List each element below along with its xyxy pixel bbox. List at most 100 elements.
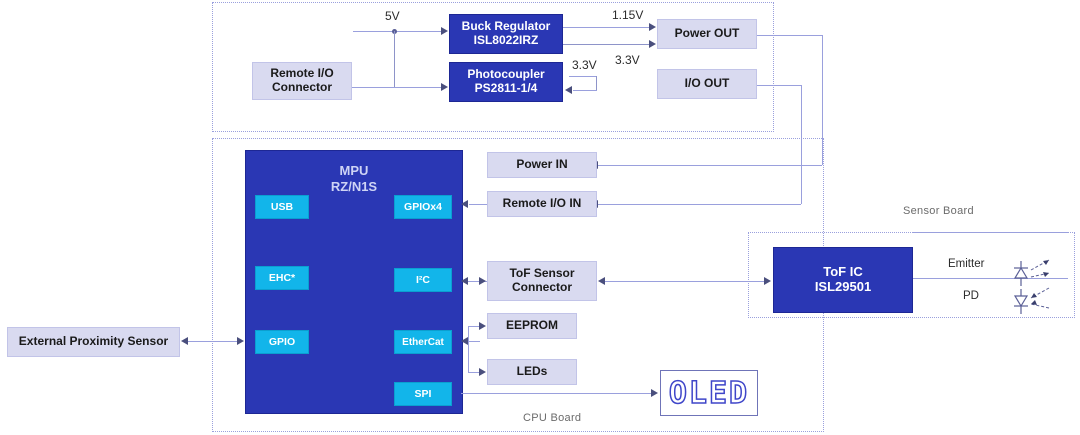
- mpu-title-line1: MPU: [339, 163, 369, 178]
- arrow-3v3-into-photocoupler: [565, 86, 572, 94]
- mpu-port-gpio-x4[interactable]: GPIOx4: [394, 195, 452, 219]
- oled-display-box[interactable]: OLED: [660, 370, 758, 416]
- mpu-port-usb[interactable]: USB: [255, 195, 309, 219]
- arrow-into-tof-ic: [764, 277, 771, 285]
- tof-sensor-connector-label-1: ToF Sensor: [509, 266, 575, 281]
- sensor-board-region: [748, 232, 1075, 318]
- arrow-into-leds: [479, 368, 486, 376]
- photodiode-label: PD: [963, 290, 979, 302]
- line-power-out-right: [757, 35, 822, 36]
- sensor-board-region-label: Sensor Board: [903, 205, 974, 217]
- power-in-box[interactable]: Power IN: [487, 152, 597, 178]
- mpu-port-i2c-label: I²C: [416, 274, 430, 286]
- mpu-block[interactable]: MPU RZ/N1S USB EHC* GPIO GPIOx4 I²C Ethe…: [245, 150, 463, 414]
- tof-ic-box[interactable]: ToF IC ISL29501: [773, 247, 913, 313]
- leds-box[interactable]: LEDs: [487, 359, 577, 385]
- arrow-into-external-sensor: [181, 337, 188, 345]
- line-5v-to-photocoupler: [394, 87, 443, 88]
- line-3v3-stub-vertical: [596, 76, 597, 90]
- remote-io-in-label: Remote I/O IN: [502, 196, 582, 211]
- buck-regulator-label-2: ISL8022IRZ: [473, 33, 539, 47]
- tof-sensor-connector-box[interactable]: ToF Sensor Connector: [487, 261, 597, 301]
- mpu-port-gpio-x4-label: GPIOx4: [404, 201, 442, 213]
- power-out-label: Power OUT: [674, 26, 740, 41]
- tof-ic-label-1: ToF IC: [823, 264, 863, 280]
- io-out-box[interactable]: I/O OUT: [657, 69, 757, 99]
- arrow-into-oled: [651, 389, 658, 397]
- line-ethercat-to-leds: [468, 372, 481, 373]
- buck-regulator-label-1: Buck Regulator: [461, 19, 551, 34]
- line-5v-horizontal: [353, 31, 443, 32]
- line-remote-io-to-photocoupler: [352, 87, 394, 88]
- label-3v3-photocoupler: 3.3V: [572, 58, 597, 72]
- line-3v3-out: [563, 44, 651, 45]
- mpu-port-spi[interactable]: SPI: [394, 382, 452, 406]
- line-io-out-down: [801, 85, 802, 204]
- arrow-5v-to-buck: [441, 27, 448, 35]
- mpu-title-line2: RZ/N1S: [330, 179, 378, 195]
- remote-io-connector-box[interactable]: Remote I/O Connector: [252, 62, 352, 100]
- photocoupler-label-2: PS2811-1/4: [474, 81, 538, 95]
- eeprom-box[interactable]: EEPROM: [487, 313, 577, 339]
- line-io-out-right: [757, 85, 801, 86]
- line-ethercat-to-eeprom: [468, 326, 481, 327]
- mpu-port-spi-label: SPI: [414, 388, 432, 400]
- line-emitter-bottom: [913, 278, 1068, 279]
- mpu-title: MPU RZ/N1S: [246, 163, 462, 196]
- mpu-port-gpio[interactable]: GPIO: [255, 330, 309, 354]
- arrow-3v3-to-power-out: [649, 40, 656, 48]
- line-1v15-out: [563, 27, 651, 28]
- line-tof-connector-to-tof-ic: [605, 281, 765, 282]
- line-power-in-feed: [598, 165, 822, 166]
- line-power-out-down: [822, 35, 823, 165]
- line-ethercat-stub: [468, 341, 480, 342]
- arrow-tof-connector-in-right: [598, 277, 605, 285]
- io-out-label: I/O OUT: [684, 76, 730, 91]
- power-in-label: Power IN: [516, 157, 568, 172]
- arrow-into-eeprom: [479, 322, 486, 330]
- external-proximity-sensor-box[interactable]: External Proximity Sensor: [7, 327, 180, 357]
- tof-ic-label-2: ISL29501: [814, 279, 872, 294]
- power-out-box[interactable]: Power OUT: [657, 19, 757, 49]
- arrow-5v-to-photocoupler: [441, 83, 448, 91]
- arrow-into-ethercat: [461, 337, 468, 345]
- line-ethercat-branch-vertical: [468, 326, 469, 372]
- mpu-port-usb-label: USB: [270, 201, 294, 213]
- arrow-into-mpu-gpio: [237, 337, 244, 345]
- line-tof-ic-to-emitter: [913, 232, 1068, 233]
- line-external-sensor-to-gpio: [188, 341, 238, 342]
- tof-sensor-connector-label-2: Connector: [512, 280, 572, 294]
- arrow-tof-connector-in-left: [479, 277, 486, 285]
- arrow-1v15-to-power-out: [649, 23, 656, 31]
- photocoupler-box[interactable]: Photocoupler PS2811-1/4: [449, 62, 563, 102]
- cpu-board-region-label: CPU Board: [523, 412, 582, 424]
- line-5v-vertical: [394, 31, 395, 87]
- mpu-port-gpio-label: GPIO: [268, 336, 296, 348]
- external-proximity-sensor-label: External Proximity Sensor: [18, 334, 169, 349]
- arrow-i2c-in: [461, 277, 468, 285]
- line-3v3-stub-horizontal: [569, 76, 597, 77]
- emitter-label: Emitter: [948, 258, 985, 270]
- label-1v15: 1.15V: [612, 8, 644, 22]
- eeprom-label: EEPROM: [505, 318, 558, 333]
- remote-io-connector-label-1: Remote I/O: [270, 66, 334, 81]
- buck-regulator-box[interactable]: Buck Regulator ISL8022IRZ: [449, 14, 563, 54]
- mpu-port-i2c[interactable]: I²C: [394, 268, 452, 292]
- line-3v3-into-photocoupler: [573, 90, 597, 91]
- mpu-port-ehc-label: EHC*: [268, 272, 296, 284]
- label-3v3-out: 3.3V: [615, 53, 640, 67]
- line-spi-to-oled: [461, 393, 653, 394]
- emitter-diode-icon: [1013, 259, 1050, 286]
- photodiode-icon: [1013, 287, 1050, 314]
- mpu-port-ethercat[interactable]: EtherCat: [394, 330, 452, 354]
- mpu-port-ethercat-label: EtherCat: [402, 336, 444, 348]
- remote-io-in-box[interactable]: Remote I/O IN: [487, 191, 597, 217]
- power-region: [212, 2, 774, 132]
- line-remote-io-in-feed: [598, 204, 801, 205]
- arrow-into-gpio-x4: [461, 200, 468, 208]
- mpu-port-ehc[interactable]: EHC*: [255, 266, 309, 290]
- photocoupler-label-1: Photocoupler: [467, 67, 545, 82]
- leds-label: LEDs: [516, 364, 548, 379]
- label-5v: 5V: [385, 9, 400, 23]
